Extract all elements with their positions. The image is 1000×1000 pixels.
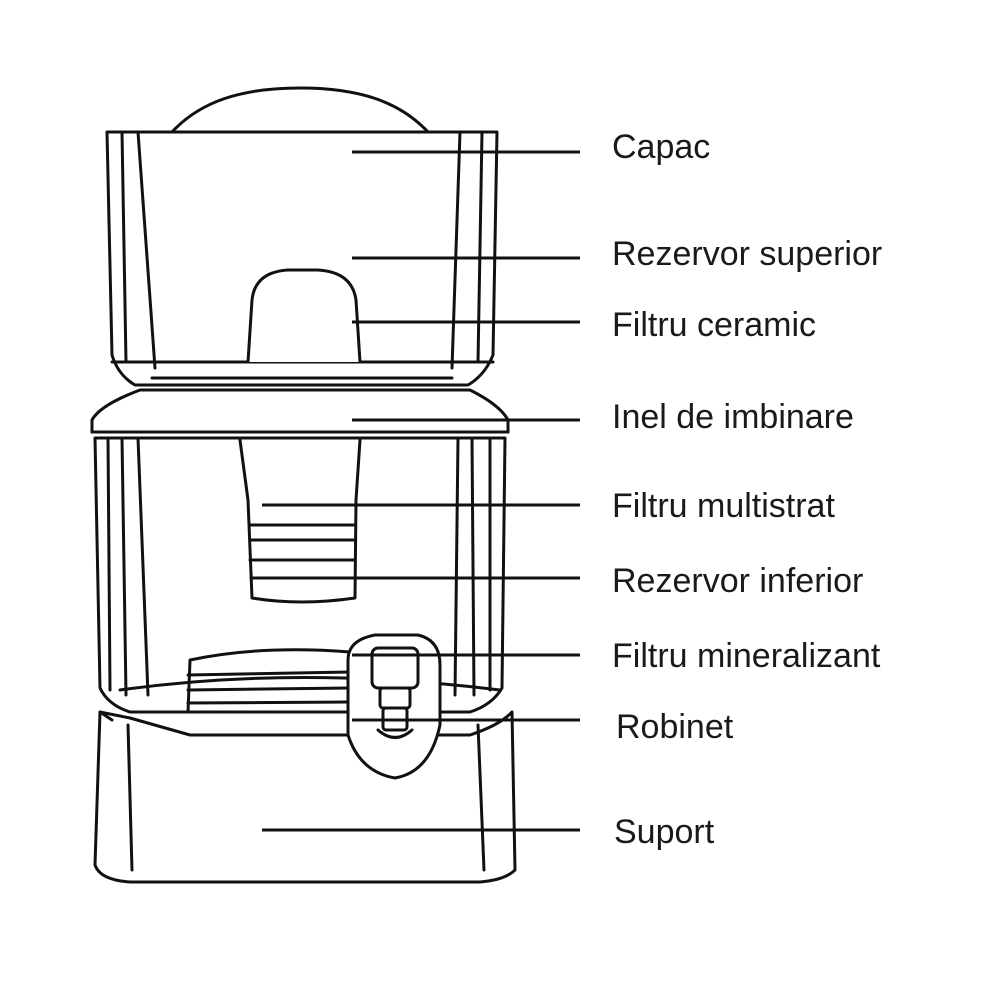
label-filtru-multistrat: Filtru multistrat [612,487,835,525]
label-capac: Capac [612,128,710,166]
label-filtru-mineralizant: Filtru mineralizant [612,637,881,675]
ceramic-filter [246,268,362,364]
connecting-ring [90,388,510,434]
label-filtru-ceramic: Filtru ceramic [612,306,816,344]
label-rezervor-superior: Rezervor superior [612,235,882,273]
multilayer-filter [238,438,362,604]
base-stand [93,710,517,884]
part-labels: Capac Rezervor superior Filtru ceramic I… [612,128,882,851]
label-robinet: Robinet [616,708,734,746]
leader-lines [262,150,580,832]
label-inel-de-imbinare: Inel de imbinare [612,398,854,436]
label-suport: Suport [614,813,715,851]
lid-dome [170,86,430,134]
label-rezervor-inferior: Rezervor inferior [612,562,863,600]
